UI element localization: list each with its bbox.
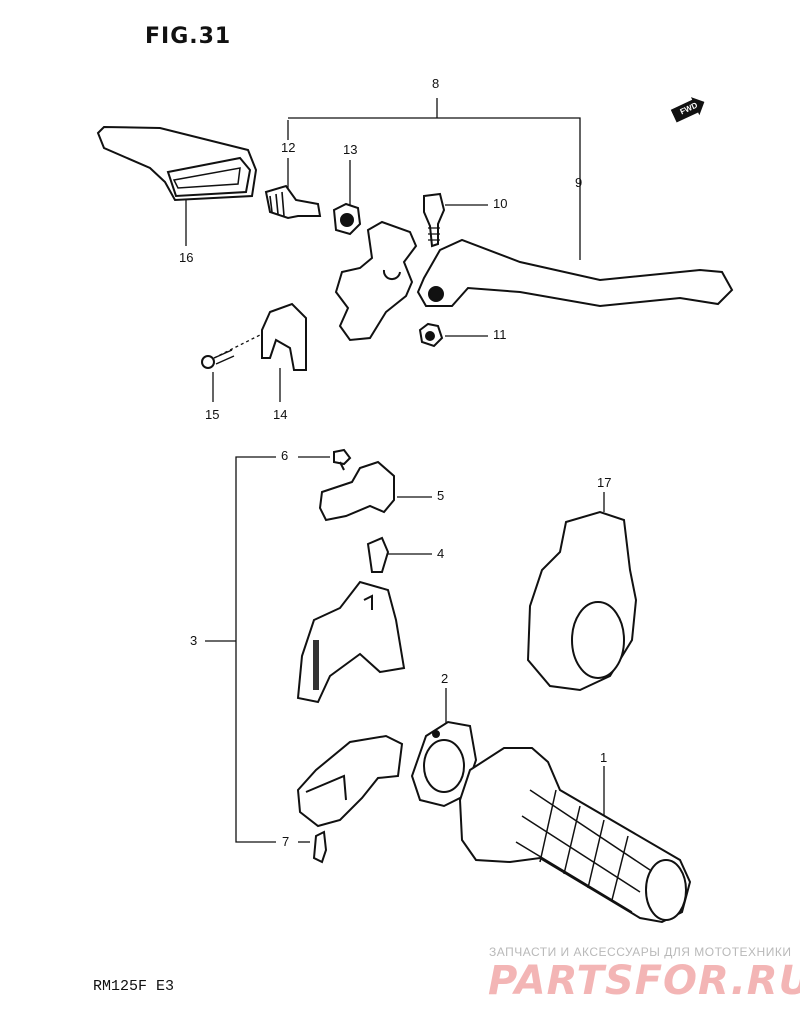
pivot-bolt-part [423, 192, 446, 248]
clip-part-4 [366, 536, 390, 573]
callout-15: 15 [205, 407, 220, 422]
clamp-part-14 [261, 302, 307, 371]
boot-cover-part [96, 125, 258, 202]
grip-part [458, 747, 692, 924]
callout-1: 1 [600, 750, 608, 765]
clutch-lever-part [416, 238, 734, 308]
screw-part-7 [312, 830, 328, 864]
nut-part-13 [332, 202, 362, 236]
callout-6: 6 [281, 448, 289, 463]
screw-part-15 [201, 349, 235, 369]
callout-4: 4 [437, 546, 445, 561]
callout-5: 5 [437, 488, 445, 503]
cover-part-17 [526, 510, 638, 692]
adjuster-bolt-part [264, 184, 322, 220]
lever-holder-part [334, 220, 418, 342]
callout-16: 16 [179, 250, 194, 265]
switch-housing-lower [296, 734, 404, 828]
callout-10: 10 [493, 196, 508, 211]
watermark-logo: PARTSFOR.RU [488, 958, 800, 1004]
bracket-3 [235, 456, 276, 843]
bracket-8 [287, 98, 581, 260]
collar-ring-part [410, 720, 478, 808]
callout-8: 8 [432, 76, 440, 91]
callout-11: 11 [493, 327, 507, 342]
callout-3: 3 [190, 633, 198, 648]
callout-13: 13 [343, 142, 358, 157]
callout-2: 2 [441, 671, 449, 686]
figure-title: FIG.31 [145, 24, 232, 49]
watermark-tagline: ЗАПЧАСТИ И АКСЕССУАРЫ ДЛЯ МОТОТЕХНИКИ [489, 945, 792, 959]
callout-9: 9 [575, 175, 583, 190]
callout-14: 14 [273, 407, 288, 422]
bracket-part-5 [318, 460, 395, 522]
callout-7: 7 [282, 834, 290, 849]
callout-12: 12 [281, 140, 296, 155]
nut-part-11 [418, 322, 444, 348]
leader-15-dash [213, 329, 271, 359]
callout-17: 17 [597, 475, 612, 490]
model-label: RM125F E3 [93, 978, 175, 995]
switch-housing-upper [296, 580, 406, 704]
screw-part-6 [333, 448, 352, 471]
